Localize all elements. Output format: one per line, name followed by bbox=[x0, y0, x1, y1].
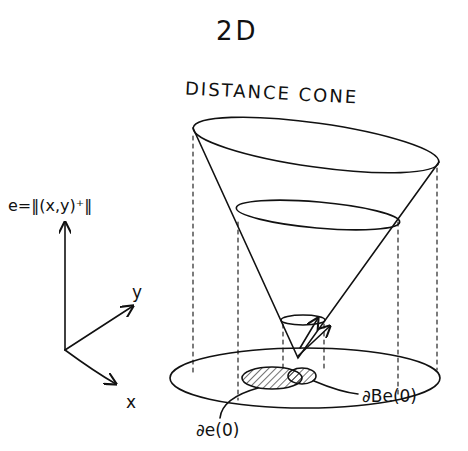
title: 2D bbox=[216, 16, 259, 46]
axis-label-wrap: e=‖(x,y)⁺‖ bbox=[8, 196, 92, 215]
cone-level bbox=[235, 195, 401, 235]
gradient-arrow bbox=[300, 318, 318, 348]
base-ellipse bbox=[170, 348, 440, 408]
set-label: ∂Be(0) bbox=[362, 386, 417, 406]
cone-title-wrap: DISTANCE CONE bbox=[185, 77, 359, 107]
axis-label-wrap: y bbox=[132, 282, 142, 302]
x-axis bbox=[65, 350, 116, 384]
cone-sides bbox=[193, 128, 439, 358]
axis-label: y bbox=[132, 282, 142, 302]
set-label-wrap: ∂Be(0) bbox=[362, 386, 417, 406]
subgradient-set bbox=[288, 368, 316, 384]
leader-line bbox=[314, 381, 358, 394]
axis-label: x bbox=[126, 392, 136, 412]
e-axis bbox=[64, 222, 66, 350]
set-label-wrap: ∂e(0) bbox=[196, 420, 239, 440]
y-axis bbox=[65, 306, 133, 350]
gradient-arrow bbox=[298, 326, 330, 356]
title-wrap: 2D bbox=[216, 16, 259, 46]
cone-level bbox=[281, 315, 325, 325]
set-label: ∂e(0) bbox=[196, 420, 239, 440]
axis-label-wrap: x bbox=[126, 392, 136, 412]
leader-line bbox=[220, 388, 258, 418]
cone-title: DISTANCE CONE bbox=[185, 77, 359, 107]
axis-label: e=‖(x,y)⁺‖ bbox=[8, 196, 92, 215]
cone-rim bbox=[190, 106, 442, 184]
